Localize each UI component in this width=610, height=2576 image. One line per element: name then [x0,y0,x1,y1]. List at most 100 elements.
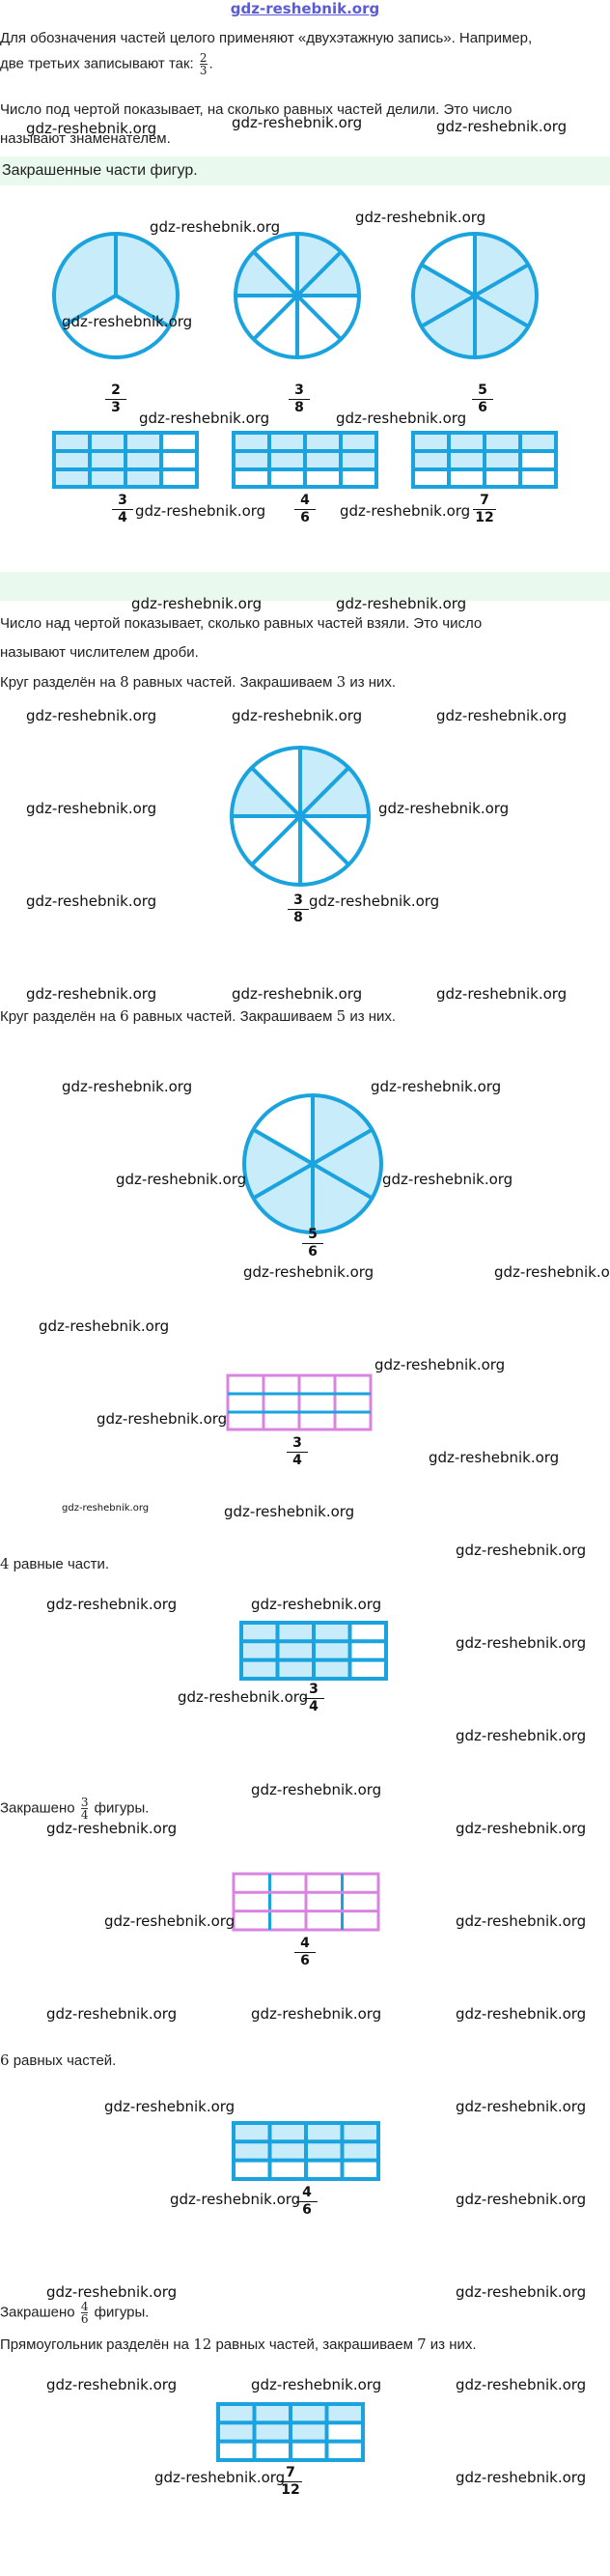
site-header[interactable]: gdz-reshebnik.org [0,0,610,18]
watermark: gdz-reshebnik.org [46,2376,178,2393]
watermark: gdz-reshebnik.org [26,985,157,1003]
watermark: gdz-reshebnik.org [251,2005,382,2023]
fraction-den: 6 [80,2312,89,2326]
watermark: gdz-reshebnik.org [224,1503,355,1520]
intro-line-1: Для обозначения частей целого применяют … [0,30,533,46]
watermark: gdz-reshebnik.org [456,2005,587,2023]
text: Прямоугольник разделён на [0,2336,194,2353]
text: равных частей. Закрашиваем [128,674,337,691]
watermark: gdz-reshebnik.org [104,2098,236,2115]
fraction-2-3: 2 3 [105,382,126,416]
fraction-num: 3 [288,892,309,910]
watermark: gdz-reshebnik.org [456,2283,587,2301]
watermark: gdz-reshebnik.org [135,502,266,520]
site-logo[interactable]: gdz-reshebnik.org [230,0,380,17]
watermark: gdz-reshebnik.org [26,120,157,137]
text: из них. [426,2336,477,2353]
circle6-text: Круг разделён на 6 равных частей. Закраш… [0,1007,396,1026]
fraction-num: 3 [80,1796,89,1809]
fraction-5-6: 5 6 [472,382,493,416]
fraction-3-8: 3 8 [289,382,310,416]
fraction-den: 6 [300,1953,310,1968]
intro-line-4: называют знаменателем. [0,130,171,147]
intro-line-2-text: две третьих записывают так: [0,55,194,72]
fraction-den: 6 [302,2202,312,2218]
example-num: 2 [199,51,208,65]
fraction-3-4-pink: 3 4 [287,1435,308,1469]
fraction-den: 4 [80,1808,89,1822]
fraction-den: 6 [308,1244,318,1260]
text: равных частей. [9,2052,117,2069]
watermark: gdz-reshebnik.org [232,707,363,724]
fraction-num: 7 [279,2465,302,2482]
watermark: gdz-reshebnik.org [243,1263,374,1281]
fraction-den: 6 [478,400,487,415]
example-fraction: 2 3 [199,51,208,76]
fraction-num: 3 [112,493,133,510]
six-parts-text: 6 равных частей. [0,2052,116,2070]
text: Круг разделён на [0,674,121,691]
fraction-den: 4 [118,510,127,525]
fraction-num: 3 [303,1682,324,1699]
watermark: gdz-reshebnik.org [378,800,510,817]
watermark: gdz-reshebnik.org [436,985,568,1003]
rect-4-6 [232,431,378,489]
section-title: Закрашенные части фигур. [2,162,198,179]
fraction-4-6: 4 6 [294,493,316,526]
circle-6-parts [242,1093,383,1234]
watermark: gdz-reshebnik.org [456,2191,587,2208]
fraction-3-4: 3 4 [112,493,133,526]
watermark: gdz-reshebnik.org [170,2191,301,2208]
watermark: gdz-reshebnik.org [456,2376,587,2393]
fraction-num: 7 [473,493,496,510]
watermark: gdz-reshebnik.org [309,892,440,910]
fraction-7-12-b: 7 12 [279,2465,302,2499]
watermark: gdz-reshebnik.org [340,502,471,520]
watermark: gdz-reshebnik.org [371,1078,502,1095]
text: равные части. [9,1556,110,1572]
fraction-den: 8 [294,400,304,415]
watermark: gdz-reshebnik.org [374,1356,506,1373]
number: 5 [336,1007,347,1025]
watermark: gdz-reshebnik.org [232,985,363,1003]
watermark: gdz-reshebnik.org [97,1410,228,1428]
watermark: gdz-reshebnik.org [382,1171,513,1188]
number: 3 [336,673,347,691]
watermark: gdz-reshebnik.org [336,595,467,612]
circle8-text: Круг разделён на 8 равных частей. Закраш… [0,673,396,692]
rect-pink-3-4 [226,1373,373,1431]
intro-line-3: Число под чертой показывает, на сколько … [0,101,513,118]
watermark: gdz-reshebnik.org [456,1634,587,1652]
fraction-num: 4 [80,2300,89,2313]
fraction-den: 3 [111,400,121,415]
watermark: gdz-reshebnik.org [436,707,568,724]
watermark: gdz-reshebnik.org [336,410,467,427]
rect-pink-4-6 [232,1872,380,1932]
numerator-line-1: Число над чертой показывает, сколько рав… [0,615,483,632]
fraction-den: 4 [309,1699,319,1714]
number: 8 [120,673,129,691]
fraction-num: 5 [302,1227,323,1244]
circle-8-parts [230,746,371,887]
watermark: gdz-reshebnik.org [456,1820,587,1837]
watermark: gdz-reshebnik.org [46,2283,178,2301]
watermark: gdz-reshebnik.org [494,1263,610,1281]
inline-fraction: 3 4 [80,1796,89,1822]
watermark: gdz-reshebnik.org [26,707,157,724]
rect-7-12-b [216,2402,365,2462]
band-2 [0,572,610,601]
watermark: gdz-reshebnik.org [456,1542,587,1559]
watermark: gdz-reshebnik.org [39,1317,170,1335]
watermark: gdz-reshebnik.org [251,1781,382,1798]
watermark: gdz-reshebnik.org [62,313,193,330]
watermark: gdz-reshebnik.org [456,2469,587,2486]
watermark: gdz-reshebnik.org [26,800,157,817]
fraction-num: 4 [294,1936,316,1953]
watermark: gdz-reshebnik.org [46,1820,178,1837]
fraction-7-12: 7 12 [473,493,496,526]
shaded-4-6-text: Закрашено 4 6 фигуры. [0,2301,149,2325]
watermark: gdz-reshebnik.org [355,209,486,226]
watermark: gdz-reshebnik.org [251,2376,382,2393]
fraction-3-8-b: 3 8 [288,892,309,926]
text: Закрашено [0,2304,75,2321]
